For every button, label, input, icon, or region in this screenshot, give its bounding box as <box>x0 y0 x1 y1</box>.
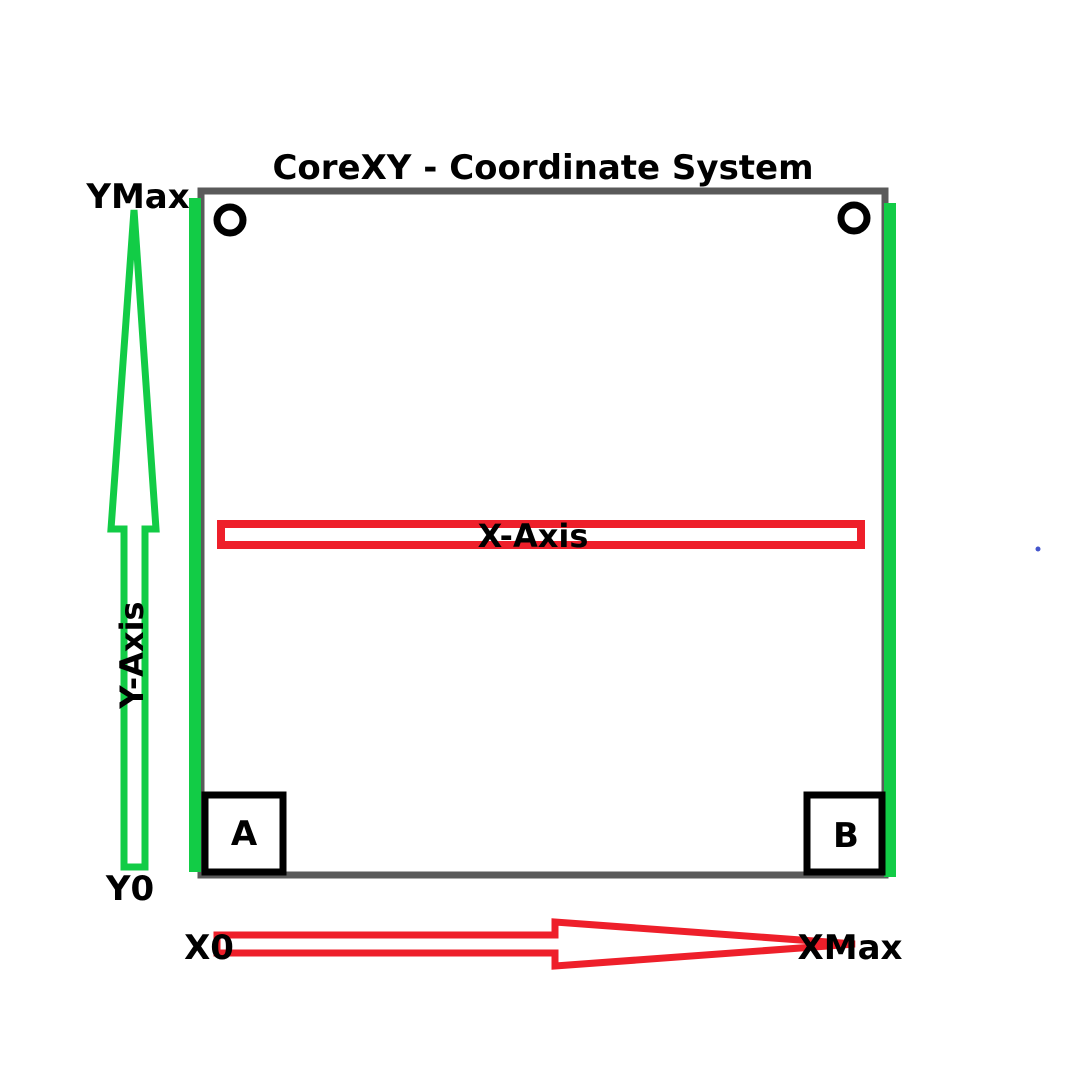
motor-a-icon <box>201 791 287 876</box>
y-axis-arrow-icon <box>107 209 160 871</box>
right-y-rail <box>884 203 896 877</box>
x-axis-gantry <box>217 520 865 549</box>
x-axis-arrow-icon <box>213 918 856 970</box>
idler-pulley-right-icon <box>837 201 871 235</box>
x-zero-label: X0 <box>184 928 234 968</box>
diagram-title: CoreXY - Coordinate System <box>272 148 813 188</box>
motor-b-label: B <box>833 816 859 856</box>
x-max-label: XMax <box>798 928 903 968</box>
motor-a-label: A <box>231 814 258 854</box>
y-axis-label: Y-Axis <box>113 601 151 709</box>
x-axis-label: X-Axis <box>478 517 589 555</box>
left-y-rail <box>189 198 201 872</box>
y-max-label: YMax <box>85 177 189 217</box>
stray-dot <box>1035 546 1041 552</box>
motor-b-icon <box>803 791 886 876</box>
idler-pulley-left-icon <box>213 203 247 237</box>
y-zero-label: Y0 <box>105 869 154 909</box>
